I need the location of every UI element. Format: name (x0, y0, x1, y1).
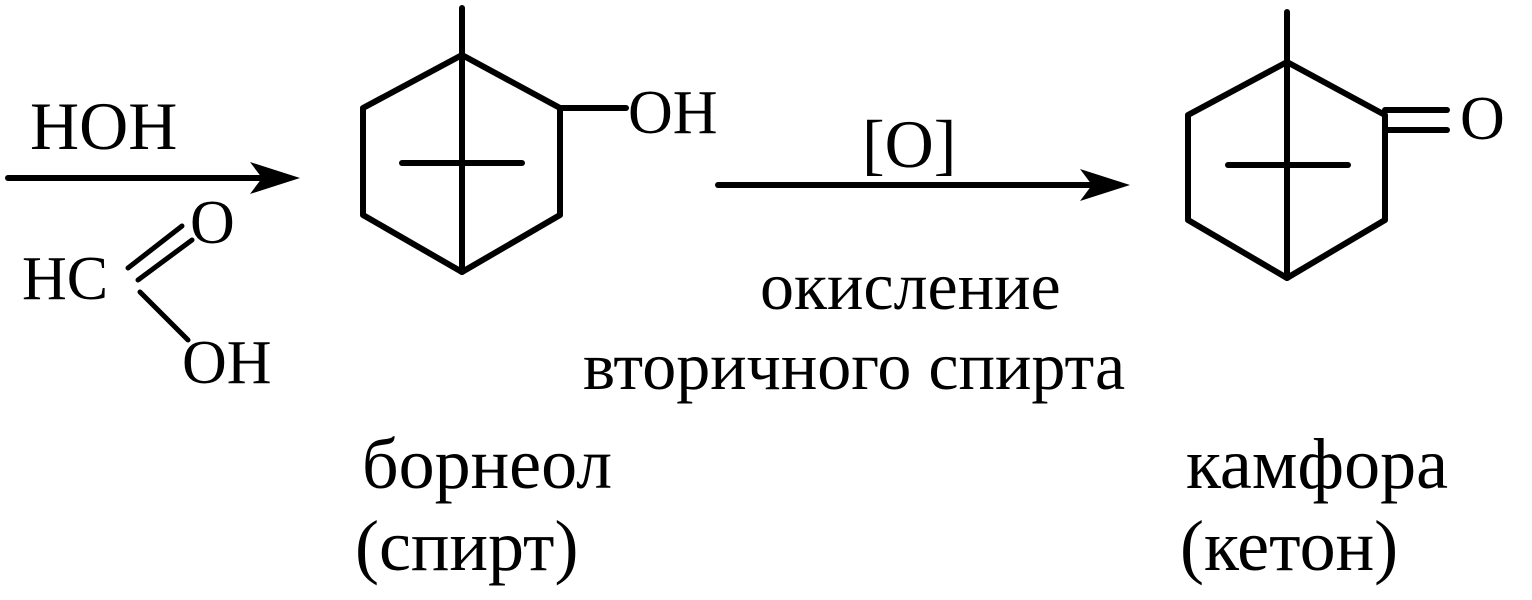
borneol-ring (360, 5, 629, 275)
reagent-oxygen: [O] (862, 106, 957, 182)
condition-line-2: вторичного спирта (583, 328, 1126, 404)
borneol-name: борнеол (362, 424, 613, 504)
borneol-class: (спирт) (355, 506, 579, 586)
formic-acid-o: O (190, 189, 235, 257)
reagent-water: HOH (30, 88, 178, 164)
borneol-oh-group: OH (628, 79, 718, 147)
camphor-ring (1185, 9, 1450, 281)
formic-acid-hc: HC (22, 245, 109, 313)
camphor-o-atom: O (1460, 85, 1505, 153)
formic-acid-bonds (125, 223, 195, 343)
camphor-class: (кетон) (1180, 506, 1399, 586)
formic-acid-oh: OH (182, 329, 272, 397)
reaction-arrow-1 (5, 162, 300, 194)
reaction-arrow-2 (715, 169, 1130, 201)
camphor-name: камфора (1186, 424, 1449, 504)
condition-line-1: окисление (760, 248, 1061, 324)
